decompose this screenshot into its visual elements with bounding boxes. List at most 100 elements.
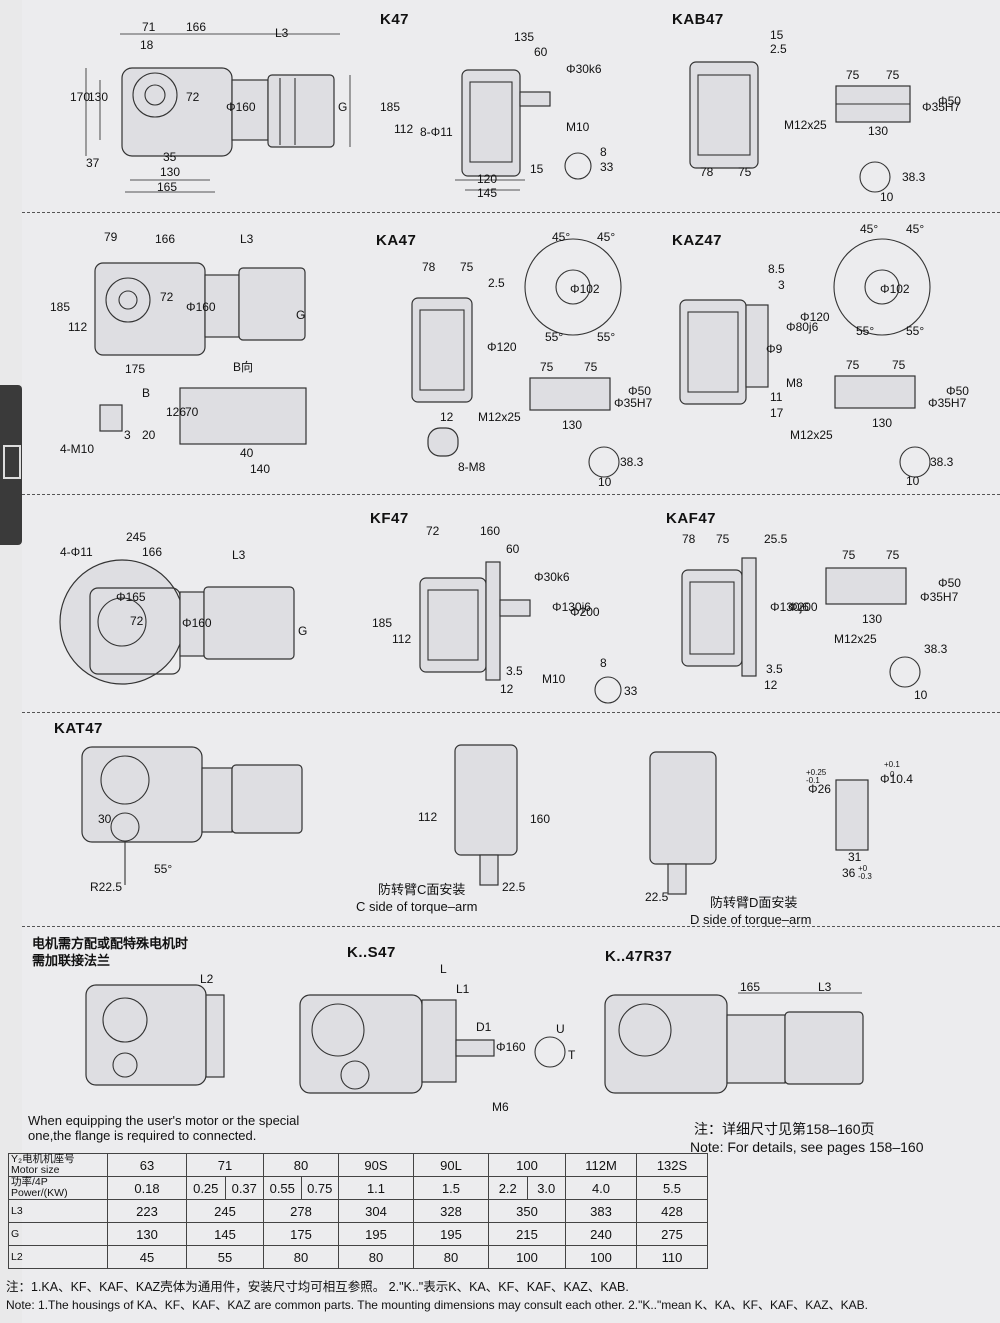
section-divider xyxy=(22,212,1000,213)
dim-label: 30 xyxy=(98,812,112,826)
dim-label: Φ50 xyxy=(938,94,961,108)
dim-label: M8 xyxy=(786,376,803,390)
tab-icon xyxy=(3,445,21,479)
title-kaf47: KAF47 xyxy=(666,510,717,527)
dim-label: Φ160 xyxy=(496,1040,526,1054)
motor-note-en-2: one,the flange is required to connected. xyxy=(28,1128,257,1143)
dim-label: M12x25 xyxy=(478,410,521,424)
kab47-drawing xyxy=(455,61,911,193)
table-cell: 45 xyxy=(107,1245,187,1269)
dim-label: 145 xyxy=(477,186,498,200)
dim-label: 78 xyxy=(682,532,696,546)
dim-label: 35 xyxy=(163,150,177,164)
table-row: G 130 145 175 195 195 215 240 275 xyxy=(8,1222,708,1246)
dim-label: 4-M10 xyxy=(60,442,95,456)
row-header-en: Motor size xyxy=(11,1164,60,1176)
row-header-cn: 功率/4P xyxy=(11,1176,48,1188)
table-cell: 275 xyxy=(636,1222,708,1246)
dim-label: 72 xyxy=(160,290,174,304)
dim-label: 10 xyxy=(906,474,920,488)
dim-label: 165 xyxy=(157,180,178,194)
k47-drawing xyxy=(85,33,351,193)
title-kab47: KAB47 xyxy=(672,11,724,28)
table-cell: 195 xyxy=(413,1222,489,1246)
dim-label: Φ120 xyxy=(800,310,830,324)
details-note-cn: 注：详细尺寸见第158–160页 xyxy=(694,1121,875,1137)
table-cell: 100 xyxy=(565,1245,637,1269)
dim-label: 60 xyxy=(506,542,520,556)
dim-label: 175 xyxy=(125,362,146,376)
dim-label: 185 xyxy=(50,300,71,314)
section-divider xyxy=(22,712,1000,713)
table-cell: 5.5 xyxy=(636,1176,708,1200)
table-cell: 1.1 xyxy=(338,1176,414,1200)
dim-label: 12 xyxy=(764,678,778,692)
table-cell: 0.25 xyxy=(186,1176,226,1200)
dim-label: 45° xyxy=(552,230,571,244)
dim-label: U xyxy=(556,1022,565,1036)
table-cell: 278 xyxy=(263,1199,339,1223)
dim-label: 3.5 xyxy=(506,664,523,678)
dim-label: Φ50 xyxy=(946,384,969,398)
dim-label: 15 xyxy=(770,28,784,42)
dim-label: 166 xyxy=(142,545,163,559)
table-cell: 132S xyxy=(636,1153,708,1177)
dim-label: Φ120 xyxy=(487,340,517,354)
dim-label: 10 xyxy=(880,190,894,204)
dim-label: 75 xyxy=(716,532,730,546)
footnote-cn: 注：1.KA、KF、KAF、KAZ壳体为通用件，安装尺寸均可相互参照。 2."K… xyxy=(6,1280,629,1294)
dim-label: L3 xyxy=(275,26,289,40)
dim-label: 55° xyxy=(906,324,925,338)
dim-label: Φ102 xyxy=(570,282,600,296)
dim-label: M6 xyxy=(492,1100,509,1114)
dim-label: 33 xyxy=(600,160,614,174)
table-cell: 215 xyxy=(488,1222,566,1246)
dim-label: G xyxy=(298,624,308,638)
dim-label: 112 xyxy=(418,810,438,824)
dim-label: 75 xyxy=(846,68,860,82)
ka47-drawing xyxy=(94,238,622,478)
dim-label: 165 xyxy=(740,980,761,994)
dim-label: 166 xyxy=(186,20,207,34)
dim-label: Φ130j6 xyxy=(552,600,591,614)
title-kaz47: KAZ47 xyxy=(672,232,723,249)
dim-label: 55° xyxy=(856,324,875,338)
dim-label: 38.3 xyxy=(924,642,948,656)
dim-label: Φ200 xyxy=(788,600,818,614)
table-cell: 0.75 xyxy=(300,1176,339,1200)
dim-label: 130 xyxy=(88,90,109,104)
motor-note-cn-1: 电机需方配或配特殊电机时 xyxy=(32,936,189,951)
title-kat47: KAT47 xyxy=(54,720,103,737)
dim-label: T xyxy=(568,1048,576,1062)
dim-label: L3 xyxy=(818,980,832,994)
dim-label: 45° xyxy=(906,222,925,236)
dim-label: L2 xyxy=(200,972,214,986)
dim-label: R22.5 xyxy=(90,880,123,894)
dim-tolerance: -0.3 xyxy=(858,872,872,881)
title-ks47: K..S47 xyxy=(347,944,396,961)
kaz47-drawing xyxy=(679,238,931,478)
table-cell: 175 xyxy=(263,1222,339,1246)
table-cell: 195 xyxy=(338,1222,414,1246)
dim-label: Φ130j6 xyxy=(770,600,809,614)
dim-label: 75 xyxy=(842,548,856,562)
row-header-cn: Y₂电机机座号 xyxy=(11,1153,75,1165)
dim-label: 12 xyxy=(500,682,514,696)
dim-label: 126 xyxy=(166,405,187,419)
torque-arm-c-en: C side of torque–arm xyxy=(356,899,478,914)
dim-label: 112 xyxy=(394,122,414,136)
dim-label: Φ50 xyxy=(938,576,961,590)
dim-label: Φ200 xyxy=(570,605,600,619)
title-ka47: KA47 xyxy=(376,232,417,249)
motor-note-en-1: When equipping the user's motor or the s… xyxy=(28,1113,300,1128)
dim-label: 75 xyxy=(892,358,906,372)
dim-label: D1 xyxy=(476,1020,492,1034)
dim-label: L3 xyxy=(232,548,246,562)
details-note-en: Note: For details, see pages 158–160 xyxy=(690,1139,924,1155)
table-cell: 110 xyxy=(636,1245,708,1269)
catalog-page xyxy=(22,0,1000,1323)
dim-label: 45° xyxy=(860,222,879,236)
